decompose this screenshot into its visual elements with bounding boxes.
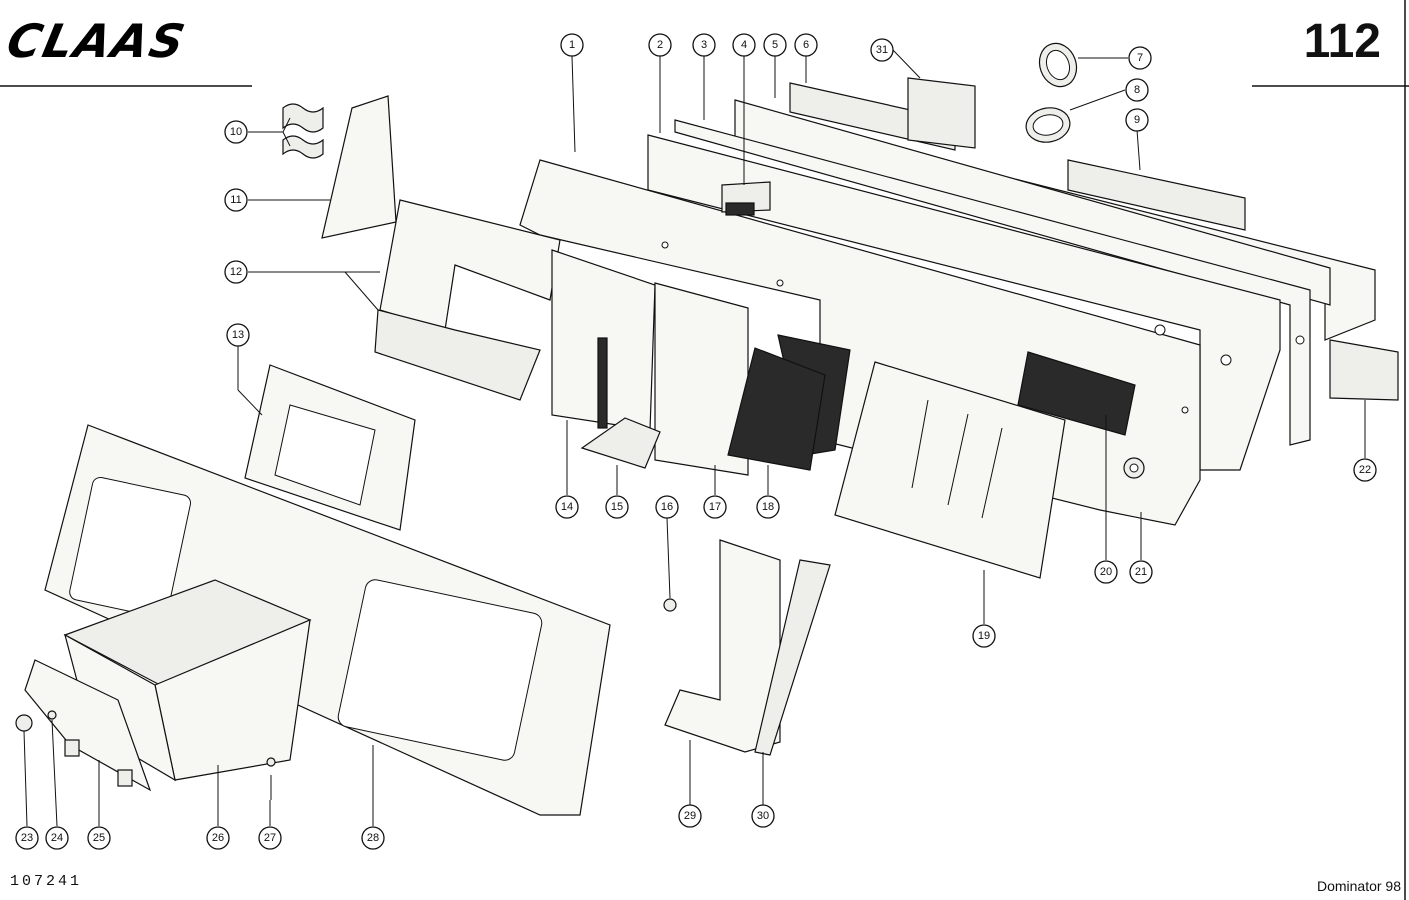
svg-text:26: 26: [212, 832, 224, 844]
svg-text:3: 3: [701, 39, 707, 51]
svg-text:10: 10: [230, 126, 242, 138]
svg-text:28: 28: [367, 832, 379, 844]
svg-text:13: 13: [232, 329, 244, 341]
part-plate-3: [674, 119, 1311, 446]
callout-31: 31: [870, 38, 894, 62]
callout-28: 28: [361, 826, 385, 850]
callout-15: 15: [605, 495, 629, 519]
drawing-number: 107241: [10, 873, 83, 890]
svg-text:9: 9: [1134, 114, 1140, 126]
callout-3: 3: [692, 33, 716, 57]
callout-21: 21: [1129, 560, 1153, 584]
svg-text:1: 1: [569, 39, 575, 51]
part-wedge-15: [580, 417, 661, 469]
callout-27: 27: [258, 826, 282, 850]
svg-text:8: 8: [1134, 84, 1140, 96]
svg-text:4: 4: [741, 39, 747, 51]
part-strip-30: [754, 559, 831, 756]
svg-text:24: 24: [51, 832, 63, 844]
page-number: 112: [1303, 15, 1381, 68]
part-ring-8: [1025, 107, 1071, 143]
part-panel-19: [834, 361, 1066, 579]
callout-4: 4: [732, 33, 756, 57]
callout-1: 1: [560, 33, 584, 57]
svg-text:23: 23: [21, 832, 33, 844]
part-bracket-29: [664, 539, 781, 753]
part-strip-5: [734, 99, 1331, 306]
svg-text:25: 25: [93, 832, 105, 844]
part-bracket-4: [721, 181, 771, 216]
part-ring-23: [15, 714, 33, 732]
callout-12: 12: [224, 260, 248, 284]
part-plates-18: [727, 334, 851, 471]
callout-19: 19: [972, 624, 996, 648]
callout-30: 30: [751, 804, 775, 828]
callout-23: 23: [15, 826, 39, 850]
svg-text:2: 2: [657, 39, 663, 51]
part-block-31: [907, 77, 976, 149]
callout-14: 14: [555, 495, 579, 519]
callout-8: 8: [1125, 78, 1149, 102]
svg-text:21: 21: [1135, 566, 1147, 578]
part-screen-20: [1017, 351, 1136, 436]
svg-text:14: 14: [561, 501, 573, 513]
model-name: Dominator 98: [1316, 878, 1401, 894]
svg-text:7: 7: [1137, 52, 1143, 64]
svg-text:31: 31: [876, 44, 888, 56]
callout-29: 29: [678, 804, 702, 828]
part-box-14: [551, 249, 656, 431]
callout-5: 5: [763, 33, 787, 57]
callout-25: 25: [87, 826, 111, 850]
part-grommet-21: [1123, 457, 1145, 479]
svg-text:22: 22: [1359, 464, 1371, 476]
callout-11: 11: [224, 188, 248, 212]
part-large-panel-28: [44, 424, 611, 816]
svg-text:15: 15: [611, 501, 623, 513]
svg-text:11: 11: [230, 194, 241, 206]
leader-lines: [23, 49, 1366, 827]
callout-22: 22: [1353, 458, 1377, 482]
svg-text:20: 20: [1100, 566, 1112, 578]
svg-text:6: 6: [803, 39, 809, 51]
callout-9: 9: [1125, 108, 1149, 132]
callout-10: 10: [224, 120, 248, 144]
part-housing-12: [374, 199, 561, 401]
part-clip-10: [282, 103, 324, 159]
part-rail-9: [1067, 159, 1246, 231]
part-ring-7: [1038, 42, 1078, 88]
svg-text:29: 29: [684, 810, 696, 822]
svg-text:18: 18: [762, 501, 774, 513]
callout-24: 24: [45, 826, 69, 850]
svg-text:16: 16: [661, 501, 673, 513]
svg-text:12: 12: [230, 266, 242, 278]
part-box-17: [654, 282, 749, 476]
callout-13: 13: [226, 323, 250, 347]
callout-20: 20: [1094, 560, 1118, 584]
part-frame-13: [244, 364, 416, 531]
part-bolt-27: [266, 757, 276, 800]
part-cover-25: [24, 659, 152, 792]
callout-17: 17: [703, 495, 727, 519]
callout-26: 26: [206, 826, 230, 850]
part-nut-16: [663, 598, 677, 612]
callout-18: 18: [756, 495, 780, 519]
svg-text:17: 17: [709, 501, 721, 513]
callout-2: 2: [648, 33, 672, 57]
callouts: 1 2 3 4 5 6 7 8 9 10 11 12 13 14 15 16 1…: [15, 33, 1377, 850]
svg-text:30: 30: [757, 810, 769, 822]
svg-text:19: 19: [978, 630, 990, 642]
svg-text:27: 27: [264, 832, 276, 844]
callout-6: 6: [794, 33, 818, 57]
callout-16: 16: [655, 495, 679, 519]
svg-text:5: 5: [772, 39, 778, 51]
part-washer-24: [47, 710, 57, 720]
callout-7: 7: [1128, 46, 1152, 70]
part-plate-11: [321, 95, 397, 239]
